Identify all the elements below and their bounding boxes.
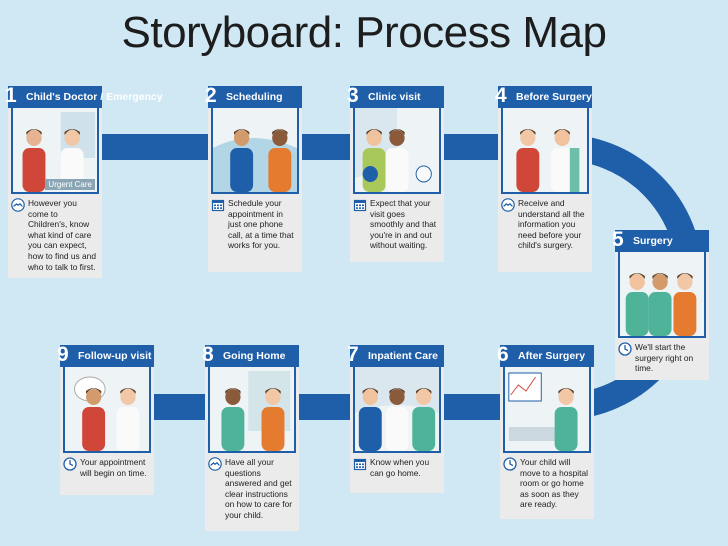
urgent-care-sign: Urgent Care	[45, 179, 95, 190]
step-number: 7	[347, 342, 359, 368]
step-illustration	[618, 252, 706, 338]
step-description: Schedule your appointment in just one ph…	[208, 194, 302, 272]
step-title: Surgery	[633, 230, 673, 252]
step-header: 6 After Surgery	[500, 345, 594, 367]
step-number: 2	[205, 83, 217, 109]
step-illustration	[208, 367, 296, 453]
step-illustration	[63, 367, 151, 453]
step-number: 4	[495, 83, 507, 109]
calendar-icon	[211, 198, 225, 212]
step-description-text: Your child will move to a hospital room …	[520, 457, 588, 509]
step-title: Inpatient Care	[368, 345, 438, 367]
step-title: After Surgery	[518, 345, 585, 367]
clock-icon	[618, 342, 632, 356]
step-description: Your child will move to a hospital room …	[500, 453, 594, 519]
step-number: 8	[202, 342, 214, 368]
step-description: Receive and understand all the informati…	[498, 194, 592, 272]
step-description: Expect that your visit goes smoothly and…	[350, 194, 444, 262]
step-title: Going Home	[223, 345, 285, 367]
step-description-text: Schedule your appointment in just one ph…	[228, 198, 294, 250]
step-description: Have all your questions answered and get…	[205, 453, 299, 531]
step-description: Your appointment will begin on time.	[60, 453, 154, 495]
step-description: However you come to Children's, know wha…	[8, 194, 102, 278]
calendar-icon	[353, 198, 367, 212]
step-title: Clinic visit	[368, 86, 421, 108]
step-description-text: We'll start the surgery right on time.	[635, 342, 693, 373]
step-description-text: Know when you can go home.	[370, 457, 429, 478]
step-illustration	[353, 367, 441, 453]
calendar-icon	[353, 457, 367, 471]
step-illustration: Urgent Care	[11, 108, 99, 194]
step-header: 9 Follow-up visit	[60, 345, 154, 367]
step-description-text: Expect that your visit goes smoothly and…	[370, 198, 436, 250]
handshake-icon	[11, 198, 25, 212]
step-description: We'll start the surgery right on time.	[615, 338, 709, 380]
step-number: 6	[497, 342, 509, 368]
handshake-icon	[501, 198, 515, 212]
step-illustration	[353, 108, 441, 194]
step-number: 5	[612, 227, 624, 253]
step-header: 4 Before Surgery	[498, 86, 592, 108]
step-description: Know when you can go home.	[350, 453, 444, 493]
step-header: 2 Scheduling	[208, 86, 302, 108]
step-header: 8 Going Home	[205, 345, 299, 367]
step-number: 3	[347, 83, 359, 109]
step-number: 1	[5, 83, 17, 109]
step-description-text: Have all your questions answered and get…	[225, 457, 292, 520]
step-description-text: Your appointment will begin on time.	[80, 457, 147, 478]
step-title: Before Surgery	[516, 86, 592, 108]
step-header: 7 Inpatient Care	[350, 345, 444, 367]
clock-icon	[63, 457, 77, 471]
step-header: 5 Surgery	[615, 230, 709, 252]
step-header: 3 Clinic visit	[350, 86, 444, 108]
step-illustration	[503, 367, 591, 453]
clock-icon	[503, 457, 517, 471]
step-description-text: Receive and understand all the informati…	[518, 198, 585, 250]
step-title: Scheduling	[226, 86, 283, 108]
step-title: Child's Doctor / Emergency	[26, 86, 163, 108]
step-illustration	[501, 108, 589, 194]
handshake-icon	[208, 457, 222, 471]
step-illustration	[211, 108, 299, 194]
step-title: Follow-up visit	[78, 345, 152, 367]
step-description-text: However you come to Children's, know wha…	[28, 198, 96, 272]
step-number: 9	[57, 342, 69, 368]
